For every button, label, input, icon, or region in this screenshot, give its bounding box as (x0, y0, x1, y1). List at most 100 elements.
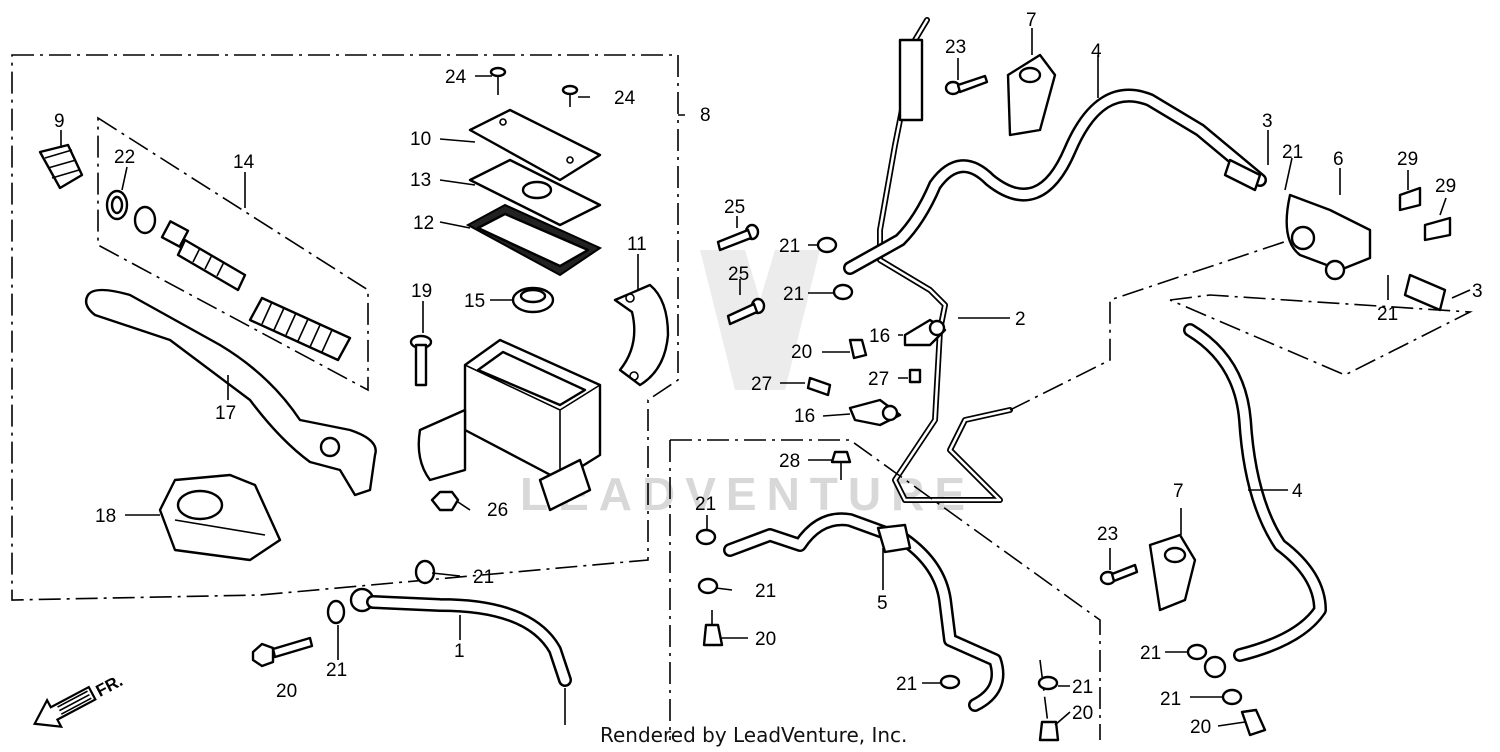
callout-21: 21 (326, 660, 347, 681)
part-12-diaphragm[interactable] (465, 203, 603, 277)
part-21-washer-b[interactable] (414, 559, 436, 585)
part-20-bolt-c[interactable] (702, 610, 724, 647)
callout-10: 10 (410, 129, 431, 150)
part-17-lever[interactable] (84, 288, 377, 497)
master-cylinder-assembly-outline (11, 54, 679, 601)
callout-1: 1 (454, 641, 465, 662)
callout-24: 24 (445, 67, 467, 88)
part-21-washer-i[interactable] (1186, 643, 1208, 661)
part-5-front-hose[interactable] (723, 512, 1005, 712)
front-direction-arrow-icon: FR. (32, 671, 126, 729)
callout-20: 20 (1190, 717, 1211, 738)
part-24-screw-b[interactable] (561, 84, 579, 107)
part-21-washer-j[interactable] (1221, 688, 1243, 706)
callout-11: 11 (627, 234, 647, 255)
part-6-joint[interactable] (1285, 193, 1372, 281)
callout-25: 25 (724, 197, 745, 218)
part-2-brake-pipe[interactable] (877, 17, 1013, 503)
callout-21: 21 (783, 284, 804, 305)
part-4-hose-a[interactable] (843, 88, 1267, 275)
callout-21: 21 (1282, 142, 1303, 163)
callout-28: 28 (779, 451, 800, 472)
right-leader-lines (1009, 239, 1473, 411)
part-20-bolt-a[interactable] (251, 636, 314, 668)
callout-20: 20 (1072, 703, 1093, 724)
part-22-washer[interactable] (105, 189, 157, 235)
leader-lines (60, 28, 1471, 727)
part-21-washer-a[interactable] (326, 599, 346, 625)
part-21-washer-e[interactable] (695, 528, 717, 546)
part-21-washer-d[interactable] (832, 283, 854, 301)
part-7-clamp-b[interactable] (1148, 533, 1197, 612)
part-18-switch[interactable] (158, 473, 282, 562)
part-21-washer-g[interactable] (939, 674, 961, 690)
part-21-washer-h[interactable] (1037, 675, 1059, 691)
part-20-bolt-e[interactable] (1240, 708, 1267, 737)
part-20-bolt-b[interactable] (848, 338, 868, 360)
part-14-piston-set[interactable] (160, 220, 352, 362)
part-28-bolt[interactable] (830, 450, 852, 480)
part-25-bolt-b[interactable] (726, 297, 766, 326)
callout-4: 4 (1292, 481, 1303, 502)
callout-20: 20 (276, 681, 297, 702)
footer-credit: Rendered by LeadVenture, Inc. (600, 723, 907, 747)
part-3-bolt-b[interactable] (1403, 273, 1447, 312)
callout-20: 20 (755, 629, 776, 650)
part-20-bolt-d[interactable] (1038, 720, 1060, 742)
callout-4: 4 (1091, 41, 1102, 62)
part-11-clamp[interactable] (613, 283, 670, 387)
callout-8: 8 (700, 105, 711, 126)
callout-15: 15 (464, 291, 485, 312)
part-23-screw-b[interactable] (1099, 563, 1139, 586)
front-direction-label: FR. (93, 671, 126, 701)
part-16-clip-a[interactable] (903, 318, 947, 347)
callout-29: 29 (1435, 176, 1456, 197)
watermark-text: LEADVENTURE (520, 468, 975, 520)
part-10-cover[interactable] (468, 108, 602, 182)
part-21-washer-c[interactable] (816, 236, 838, 254)
master-cylinder-body[interactable] (417, 338, 602, 512)
part-26-nut[interactable] (430, 490, 460, 512)
callout-26: 26 (487, 500, 508, 521)
part-29-bolt-b[interactable] (1423, 216, 1452, 242)
part-7-clamp-a[interactable] (1006, 53, 1057, 137)
part-29-bolt-a[interactable] (1398, 186, 1422, 212)
watermark: LEADVENTURE (520, 250, 975, 520)
part-19-pin[interactable] (409, 334, 433, 387)
callout-3: 3 (1472, 281, 1483, 302)
part-27-bolt-b[interactable] (908, 368, 922, 384)
part-15-nut[interactable] (511, 286, 555, 314)
callout-14: 14 (233, 152, 255, 173)
callout-22: 22 (114, 147, 135, 168)
callout-21: 21 (695, 494, 716, 515)
callout-3: 3 (1262, 111, 1273, 132)
part-4-hose-b[interactable] (1183, 323, 1327, 679)
callout-13: 13 (410, 170, 431, 191)
part-21-washer-f[interactable] (697, 577, 719, 595)
callout-21: 21 (779, 236, 800, 257)
callout-21: 21 (1140, 643, 1161, 664)
callout-21: 21 (896, 674, 917, 695)
part-27-bolt-a[interactable] (806, 376, 832, 397)
callout-21: 21 (1377, 304, 1398, 325)
callout-24: 24 (614, 88, 636, 109)
callout-7: 7 (1173, 481, 1184, 502)
callout-16: 16 (869, 326, 890, 347)
callout-29: 29 (1397, 149, 1418, 170)
callout-2: 2 (1015, 309, 1026, 330)
callout-20: 20 (791, 342, 812, 363)
part-3-bolt-a[interactable] (1223, 158, 1262, 192)
callout-21: 21 (1160, 689, 1181, 710)
part-13-plate[interactable] (468, 158, 602, 227)
part-23-screw-a[interactable] (944, 74, 989, 96)
part-25-bolt-a[interactable] (716, 223, 760, 252)
part-24-screw-a[interactable] (489, 66, 507, 95)
part-9-boot[interactable] (38, 143, 84, 190)
callout-7: 7 (1026, 10, 1037, 31)
part-16-clip-b[interactable] (848, 398, 902, 427)
callout-21: 21 (755, 581, 776, 602)
part-1-hose[interactable] (349, 587, 572, 725)
callout-5: 5 (877, 593, 888, 614)
callout-17: 17 (215, 403, 236, 424)
